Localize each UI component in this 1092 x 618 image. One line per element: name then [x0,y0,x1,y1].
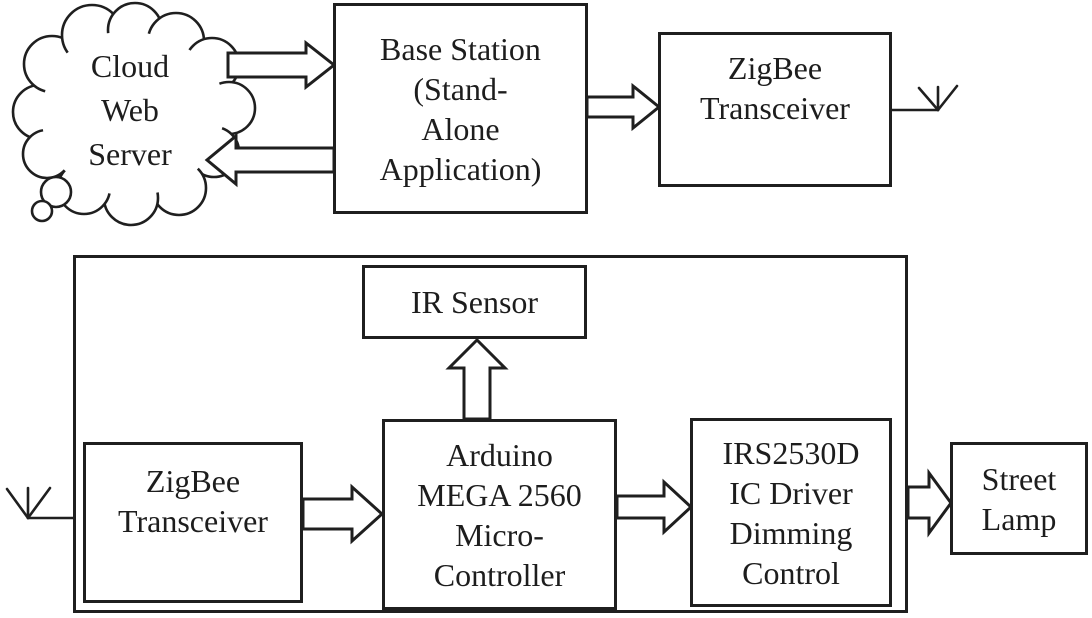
node-cloud: Cloud Web Server [55,35,205,185]
arrow-unit-to-street-lamp [906,468,953,538]
ir-sensor-label: IR Sensor [410,284,539,320]
driver-label: IRS2530D IC Driver Dimming Control [722,434,860,591]
arrow-base-station-to-cloud [204,132,336,188]
node-street-lamp: Street Lamp [950,442,1088,555]
node-zigbee-transceiver-top: ZigBee Transceiver [658,32,892,187]
antenna-icon-bottom [5,486,76,520]
arrow-arduino-to-driver [615,478,694,536]
node-ir-sensor: IR Sensor [362,265,587,339]
street-lamp-label: Street Lamp [981,460,1057,537]
zigbee-bottom-label: ZigBee Transceiver [118,463,268,539]
node-arduino-mega: Arduino MEGA 2560 Micro- Controller [382,419,617,610]
node-zigbee-transceiver-bottom: ZigBee Transceiver [83,442,303,603]
base-station-label: Base Station (Stand- Alone Application) [379,30,542,187]
zigbee-top-label: ZigBee Transceiver [700,50,850,126]
arrow-base-station-to-zigbee [585,82,662,132]
arrow-cloud-to-base-station [226,39,337,91]
cloud-tail-bubble-large [39,175,73,209]
cloud-tail-bubble-small [30,199,54,223]
arrow-zigbee-to-arduino [301,483,385,545]
node-driver-dimming-control: IRS2530D IC Driver Dimming Control [690,418,892,607]
cloud-shape [11,1,257,227]
arduino-label: Arduino MEGA 2560 Micro- Controller [417,436,582,593]
antenna-icon-top [889,84,959,112]
arrow-arduino-to-ir-sensor [445,337,509,421]
node-lamp-unit-container [73,255,908,613]
node-base-station: Base Station (Stand- Alone Application) [333,3,588,214]
cloud-label: Cloud Web Server [88,48,172,172]
